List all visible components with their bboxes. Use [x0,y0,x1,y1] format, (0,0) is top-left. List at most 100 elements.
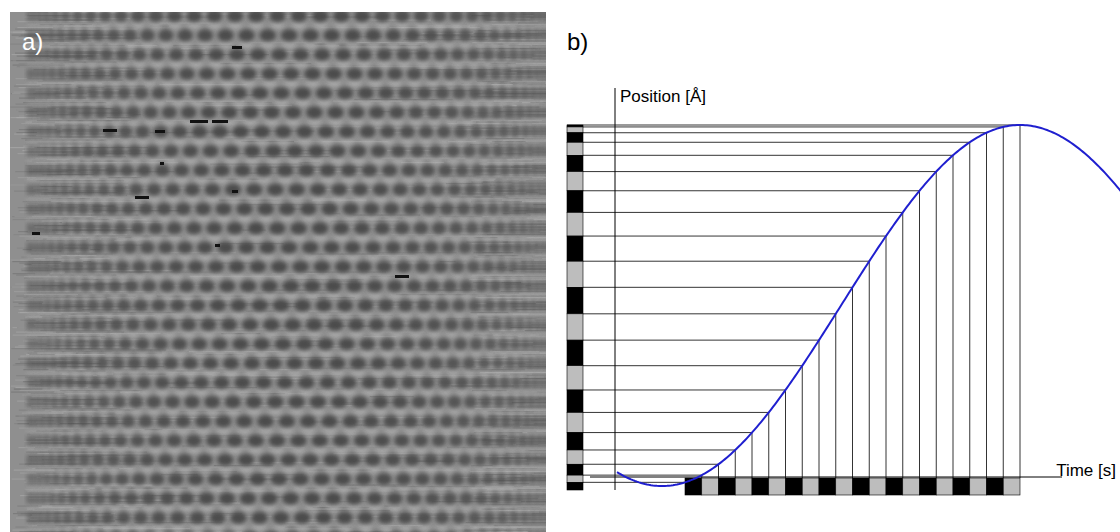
lattice-highlight [32,138,38,145]
lattice-highlight [285,119,300,126]
scan-streak [169,368,230,369]
lattice-highlight [421,177,434,184]
lattice-highlight [534,119,541,126]
lattice-highlight [295,99,310,106]
lattice-highlight [520,99,528,106]
lattice-highlight [535,157,542,164]
lattice-highlight [463,157,475,164]
lattice-highlight [207,22,221,29]
lattice-highlight [457,215,469,222]
lattice-highlight [43,234,51,241]
lattice-highlight [247,196,262,203]
lattice-highlight [445,119,457,126]
lattice-highlight [498,99,508,106]
lattice-highlight [151,61,164,68]
lattice-highlight [146,157,159,164]
lattice-highlight [75,99,85,106]
lattice-highlight [272,61,287,68]
lattice-highlight [108,41,120,48]
lattice-highlight [311,196,326,203]
lattice-highlight [78,215,88,222]
lattice-highlight [362,177,376,184]
lattice-highlight [226,196,241,203]
lattice-highlight [347,80,362,87]
lattice-highlight [546,119,547,126]
lattice-highlight [524,41,532,48]
lattice-highlight [436,99,449,106]
lattice-highlight [54,177,63,184]
lattice-highlight [32,99,38,106]
lattice-highlight [390,119,404,126]
lattice-highlight [450,22,462,29]
lattice-highlight [359,99,373,106]
lattice-highlight [434,61,447,68]
atom-lattice [26,12,546,532]
lattice-highlight [270,22,285,29]
scan-streak [31,396,65,397]
lattice-highlight [533,41,540,48]
lattice-highlight [80,80,91,87]
lattice-highlight [37,61,44,68]
lattice-highlight [209,61,223,68]
scan-streak [342,491,400,492]
lattice-highlight [343,215,358,222]
lattice-highlight [336,61,351,68]
lattice-highlight [57,80,66,87]
lattice-highlight [530,138,537,145]
scan-streak [526,272,546,273]
scan-streak [219,377,286,378]
lattice-highlight [330,157,345,164]
lattice-highlight [444,80,457,87]
lattice-highlight [56,41,65,48]
lattice-highlight [377,61,391,68]
lattice-highlight [519,22,528,29]
lattice-highlight [260,41,275,48]
lattice-highlight [64,138,74,145]
lattice-highlight [544,138,546,145]
lattice-highlight [448,196,460,203]
scan-streak [159,23,216,24]
lattice-highlight [233,138,248,145]
lattice-highlight [35,157,41,164]
lattice-highlight [372,157,386,164]
lattice-highlight [507,196,517,203]
lattice-highlight [351,157,366,164]
lattice-highlight [411,157,424,164]
lattice-highlight [235,177,250,184]
lattice-highlight [469,99,481,106]
lattice-highlight [52,61,61,68]
lattice-highlight [102,99,114,106]
lattice-highlight [453,99,465,106]
lattice-highlight [95,119,106,126]
lattice-highlight [404,215,418,222]
lattice-highlight [276,138,291,145]
lattice-highlight [357,61,371,68]
lattice-highlight [516,119,525,126]
lattice-highlight [492,119,502,126]
lattice-highlight [526,119,534,126]
lattice-highlight [152,99,165,106]
lattice-highlight [476,80,487,87]
scan-streak [492,350,546,351]
lattice-highlight [500,177,510,184]
lattice-highlight [213,138,228,145]
lattice-highlight [60,196,69,203]
lattice-highlight [461,80,473,87]
scan-streak [260,369,320,370]
lattice-highlight [414,22,427,29]
scan-streak [241,303,303,304]
lattice-highlight [231,99,246,106]
lattice-highlight [125,80,138,87]
lattice-highlight [511,138,520,145]
lattice-highlight [490,80,500,87]
lattice-highlight [113,196,125,203]
lattice-highlight [99,22,111,29]
lattice-highlight [447,157,459,164]
lattice-highlight [525,80,533,87]
lattice-highlight [291,22,306,29]
lattice-highlight [86,61,97,68]
lattice-highlight [50,196,58,203]
lattice-highlight [546,157,547,164]
lattice-highlight [76,138,86,145]
lattice-highlight [63,99,72,106]
